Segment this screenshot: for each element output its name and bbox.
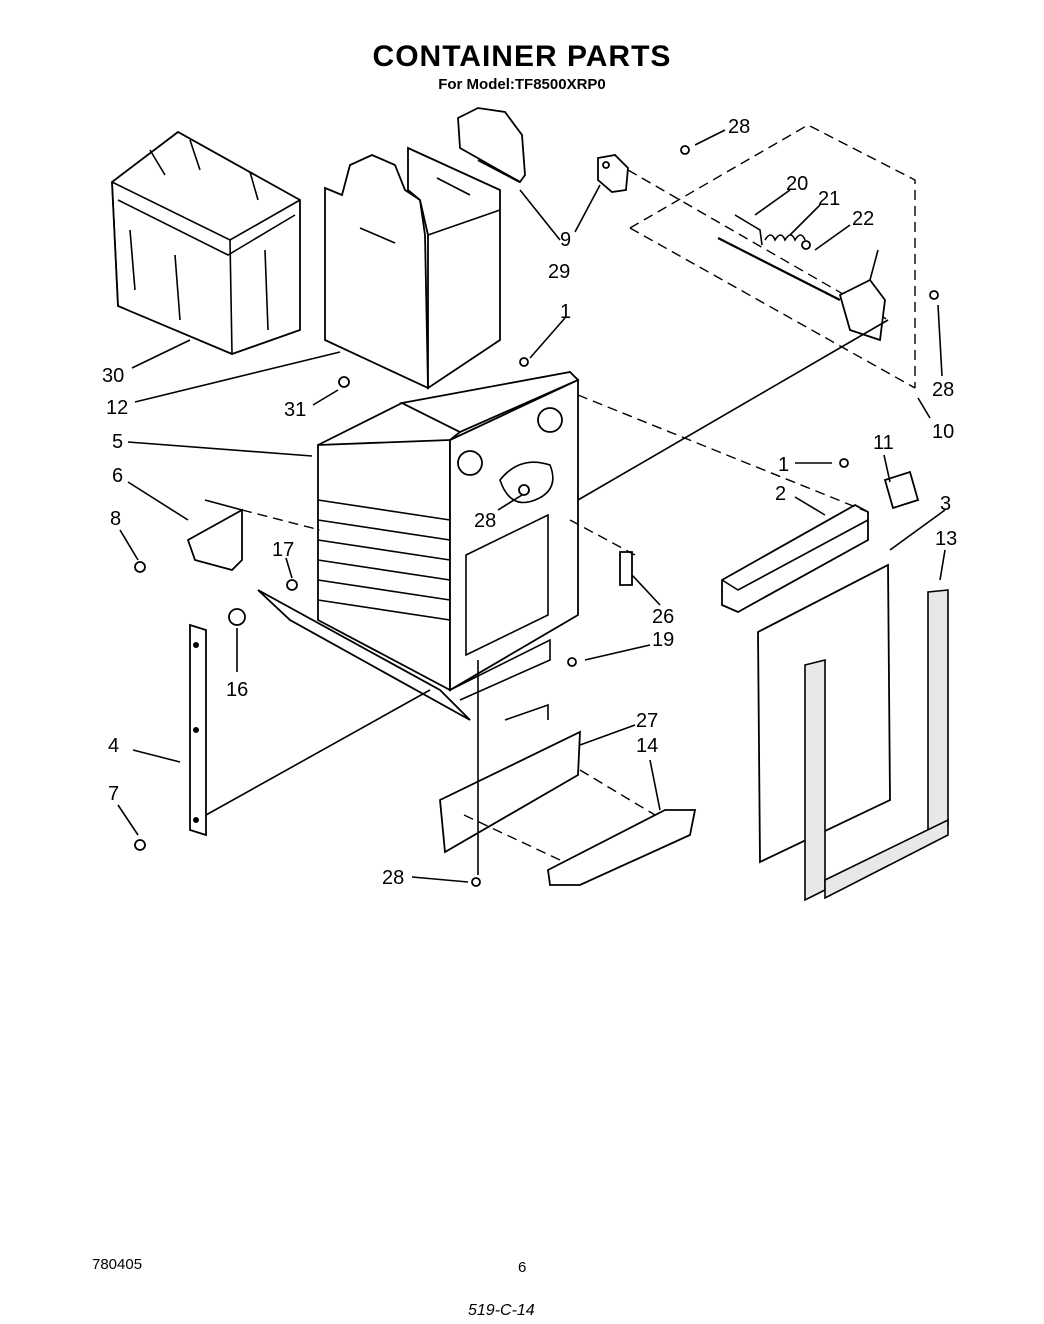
- callout-13: 13: [935, 528, 957, 550]
- callout-21: 21: [818, 188, 840, 210]
- callout-14: 14: [636, 735, 658, 757]
- callout-29: 29: [548, 261, 570, 283]
- callout-16: 16: [226, 679, 248, 701]
- callout-28-mid: 28: [474, 510, 496, 532]
- side-trim-drawing: [189, 623, 207, 837]
- model-subtitle: For Model:TF8500XRP0: [438, 76, 606, 93]
- callout-28-right: 28: [932, 379, 954, 401]
- callout-26: 26: [652, 606, 674, 628]
- hardware-drawing: [134, 145, 939, 887]
- callout-5: 5: [112, 431, 123, 453]
- callout-20: 20: [786, 173, 808, 195]
- callout-arrows: [117, 129, 946, 883]
- handle-drawing: [439, 730, 697, 886]
- callout-31: 31: [284, 399, 306, 421]
- callout-2: 2: [775, 483, 786, 505]
- top-trim-drawing: [721, 503, 869, 614]
- callout-4: 4: [108, 735, 119, 757]
- document-number: 780405: [92, 1256, 143, 1273]
- panel-frame-drawing: [757, 563, 949, 902]
- callout-6: 6: [112, 465, 123, 487]
- callout-10: 10: [932, 421, 954, 443]
- liner-drawing: [324, 146, 501, 390]
- callout-19: 19: [652, 629, 674, 651]
- callout-12: 12: [106, 397, 128, 419]
- callout-27: 27: [636, 710, 658, 732]
- handwritten-code: 519-C-14: [468, 1302, 535, 1319]
- callout-17: 17: [272, 539, 294, 561]
- callout-30: 30: [102, 365, 124, 387]
- callout-28-bottom: 28: [382, 867, 404, 889]
- page-number: 6: [518, 1259, 527, 1276]
- container-drawing: [257, 371, 580, 721]
- callout-9: 9: [560, 229, 571, 251]
- bracket-drawing: [186, 499, 243, 572]
- callout-22: 22: [852, 208, 874, 230]
- callout-11: 11: [873, 432, 894, 454]
- callout-labels: 28 20 21 22 9 29 30 12 1 28 10 31 5 11 1…: [102, 116, 957, 889]
- callout-8: 8: [110, 508, 121, 530]
- callout-1-top: 1: [560, 301, 571, 323]
- retainer-drawing: [457, 107, 526, 184]
- leader-lines: [205, 319, 889, 875]
- callout-28-top: 28: [728, 116, 750, 138]
- callout-1-mid: 1: [778, 454, 789, 476]
- hinge-assembly-drawing: [597, 124, 916, 389]
- page-title: CONTAINER PARTS: [372, 40, 672, 73]
- callout-7: 7: [108, 783, 119, 805]
- bag-drawing: [111, 130, 301, 355]
- callout-3: 3: [940, 493, 951, 515]
